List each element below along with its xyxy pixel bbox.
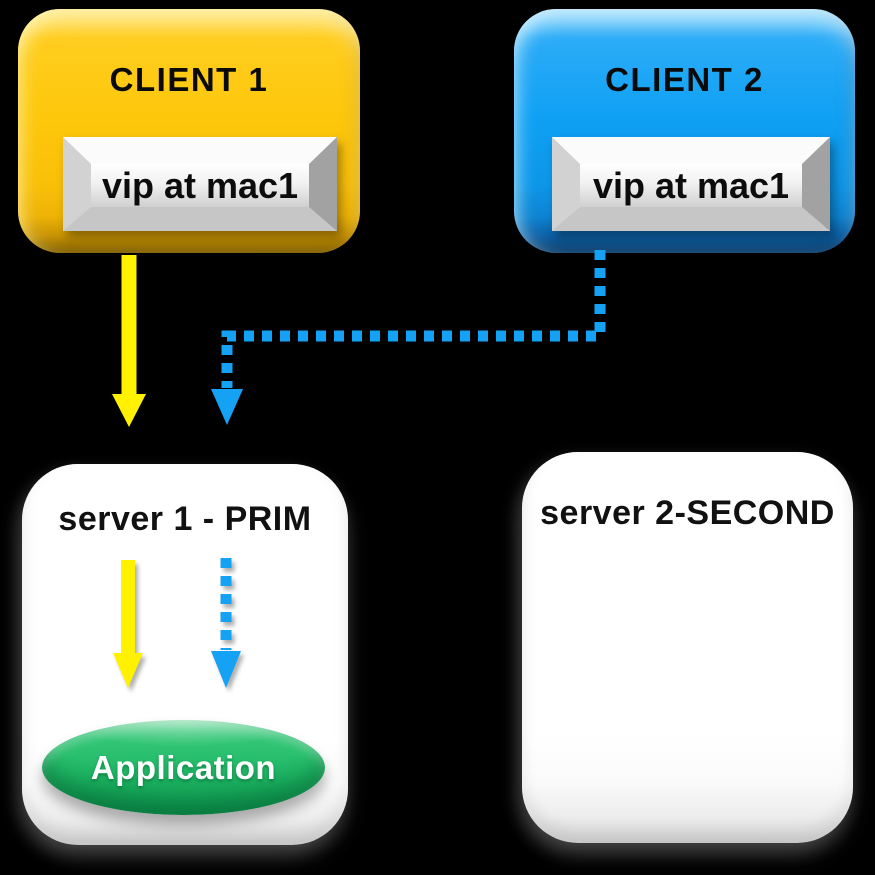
application-ellipse: Application [42,720,325,815]
client1-node: CLIENT 1 vip at mac1 [18,9,360,253]
client1-to-server1-arrowhead [112,394,146,427]
client2-to-server1-arrowhead [211,389,243,425]
client2-title: CLIENT 2 [605,61,764,98]
client1-to-server1-arrow [112,255,146,427]
server1-title: server 1 - PRIM [58,500,312,538]
client2-vip-badge-label: vip at mac1 [592,164,790,206]
server2-node: server 2-SECOND [522,452,853,843]
client2-to-server1-dotted-arrow [211,250,606,425]
client2-to-server1-dotted-path [221,250,606,388]
client1-vip-badge: vip at mac1 [63,137,337,231]
client1-title: CLIENT 1 [109,61,269,98]
server1-node: server 1 - PRIM Application [22,464,348,845]
application-label: Application [90,748,277,786]
client2-node: CLIENT 2 vip at mac1 [514,9,855,253]
server2-title: server 2-SECOND [540,494,835,532]
client1-vip-badge-label: vip at mac1 [101,164,299,206]
client2-vip-badge: vip at mac1 [552,137,830,231]
